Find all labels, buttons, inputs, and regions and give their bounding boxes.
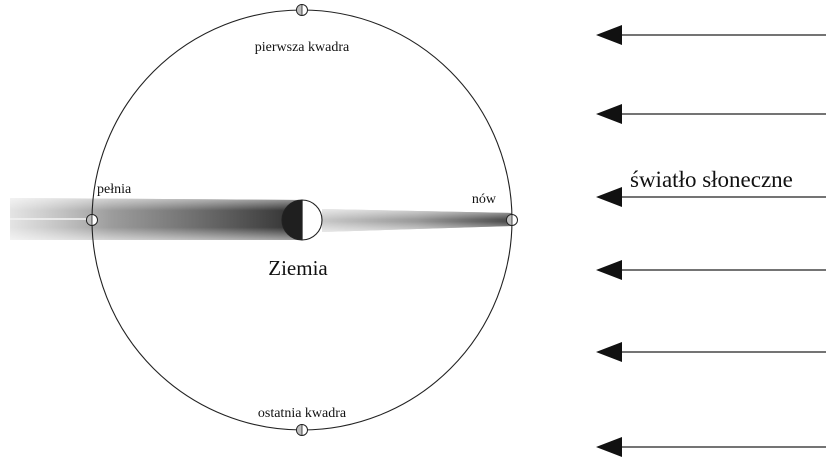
label-new-moon: nów	[472, 192, 497, 207]
arrow-head-icon	[596, 104, 622, 124]
label-earth: Ziemia	[268, 256, 328, 280]
moon-shadow-cone	[322, 209, 512, 232]
arrow-head-icon	[596, 260, 622, 280]
moon-first-quarter	[297, 5, 308, 16]
earth-globe	[282, 200, 322, 240]
label-last-quarter: ostatnia kwadra	[258, 406, 347, 421]
sunlight-arrow	[596, 25, 826, 45]
sunlight-arrow	[596, 342, 826, 362]
arrow-head-icon	[596, 342, 622, 362]
moon-full	[87, 215, 98, 226]
sunlight-arrow	[596, 437, 826, 457]
moon-last-quarter	[297, 425, 308, 436]
label-sunlight: światło słoneczne	[630, 167, 793, 192]
arrow-head-icon	[596, 437, 622, 457]
arrow-head-icon	[596, 25, 622, 45]
moon-new	[507, 215, 518, 226]
label-full-moon: pełnia	[97, 182, 132, 197]
label-first-quarter: pierwsza kwadra	[255, 40, 350, 55]
sunlight-arrow	[596, 260, 826, 280]
sunlight-arrows	[596, 25, 826, 457]
earth-shadow-cone	[10, 198, 302, 240]
arrow-head-icon	[596, 187, 622, 207]
sunlight-arrow	[596, 104, 826, 124]
